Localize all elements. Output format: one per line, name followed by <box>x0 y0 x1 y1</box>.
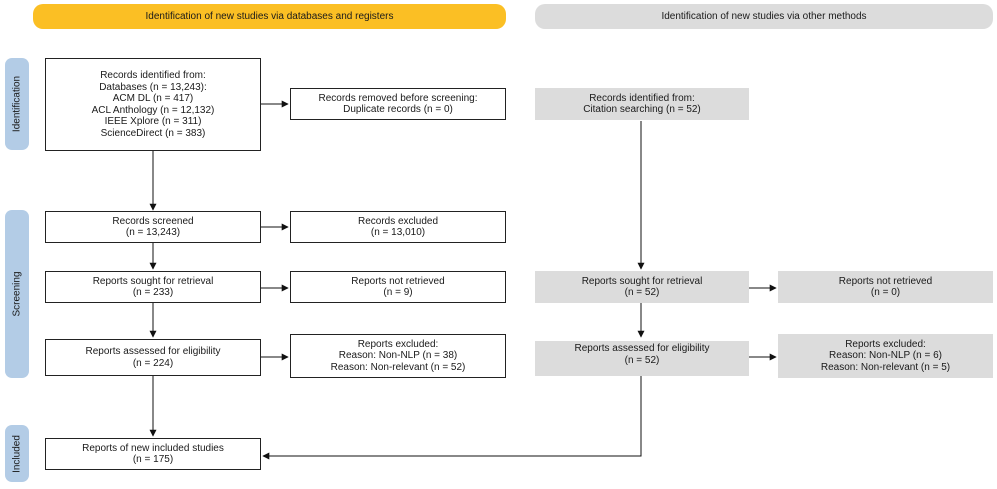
box-right-reports-not-retrieved: Reports not retrieved(n = 0) <box>778 271 993 303</box>
header-other-methods-label: Identification of new studies via other … <box>661 11 867 22</box>
box-included-studies: Reports of new included studies(n = 175) <box>45 438 261 470</box>
box-right-reports-excluded: Reports excluded:Reason: Non-NLP (n = 6)… <box>778 334 993 378</box>
box-line: (n = 52) <box>624 354 660 366</box>
box-line: Reports excluded: <box>845 338 926 350</box>
box-line: (n = 52) <box>624 287 660 298</box>
box-line: ACL Anthology (n = 12,132) <box>91 104 215 116</box>
box-reports-sought: Reports sought for retrieval(n = 233) <box>45 271 261 303</box>
box-line: Records screened <box>112 215 194 227</box>
box-line: (n = 13,010) <box>370 227 426 238</box>
box-line: Reports excluded: <box>357 338 439 350</box>
box-reports-excluded: Reports excluded:Reason: Non-NLP (n = 38… <box>290 334 506 378</box>
box-line: Reports not retrieved <box>351 275 445 287</box>
phase-identification: Identification <box>5 58 29 150</box>
header-other-methods: Identification of new studies via other … <box>535 4 993 29</box>
box-line: (n = 0) <box>870 287 901 298</box>
box-records-identified: Records identified from:Databases (n = 1… <box>45 58 261 151</box>
box-records-removed: Records removed before screening:Duplica… <box>290 88 506 120</box>
arrow-right-assessed-to-included <box>262 376 642 460</box>
box-line: (n = 233) <box>132 287 174 298</box>
box-line: (n = 175) <box>132 454 174 465</box>
box-line: Reason: Non-relevant (n = 52) <box>330 361 466 373</box>
box-line: Reports assessed for eligibility <box>85 346 221 357</box>
box-right-records-identified: Records identified from:Citation searchi… <box>535 88 749 120</box>
box-line: (n = 9) <box>383 287 413 298</box>
box-line: Reports sought for retrieval <box>581 275 703 287</box>
box-right-reports-sought: Reports sought for retrieval(n = 52) <box>535 271 749 303</box>
header-databases: Identification of new studies via databa… <box>33 4 506 29</box>
box-line: Records identified from: <box>589 92 695 104</box>
box-reports-assessed: Reports assessed for eligibility(n = 224… <box>45 339 261 376</box>
box-line: Reason: Non-relevant (n = 5) <box>820 361 951 373</box>
phase-included: Included <box>5 425 29 482</box>
box-line: (n = 13,243) <box>125 227 181 238</box>
box-line: Records excluded <box>357 215 439 227</box>
box-line: Reports of new included studies <box>82 442 224 454</box>
box-line: Reports not retrieved <box>838 275 933 287</box>
box-line: Reason: Non-NLP (n = 38) <box>338 350 458 362</box>
box-line: Duplicate records (n = 0) <box>343 104 453 115</box>
box-records-excluded: Records excluded(n = 13,010) <box>290 211 506 243</box>
box-line: Databases (n = 13,243): <box>99 81 207 93</box>
box-line: Reason: Non-NLP (n = 6) <box>829 350 942 362</box>
box-line: IEEE Xplore (n = 311) <box>104 116 202 127</box>
box-line: Records identified from: <box>100 70 206 81</box>
box-line: Citation searching (n = 52) <box>583 104 701 115</box>
box-line: ScienceDirect (n = 383) <box>100 127 206 139</box>
box-line: Records removed before screening: <box>318 92 478 104</box>
box-right-reports-assessed: Reports assessed for eligibility(n = 52) <box>535 341 749 376</box>
header-databases-label: Identification of new studies via databa… <box>145 11 394 22</box>
box-line: (n = 224) <box>132 357 174 369</box>
box-line: Reports sought for retrieval <box>92 275 214 287</box>
box-line: Reports assessed for eligibility <box>574 343 710 354</box>
phase-screening: Screening <box>5 210 29 378</box>
box-records-screened: Records screened(n = 13,243) <box>45 211 261 243</box>
box-reports-not-retrieved: Reports not retrieved(n = 9) <box>290 271 506 303</box>
box-line: ACM DL (n = 417) <box>112 93 194 104</box>
